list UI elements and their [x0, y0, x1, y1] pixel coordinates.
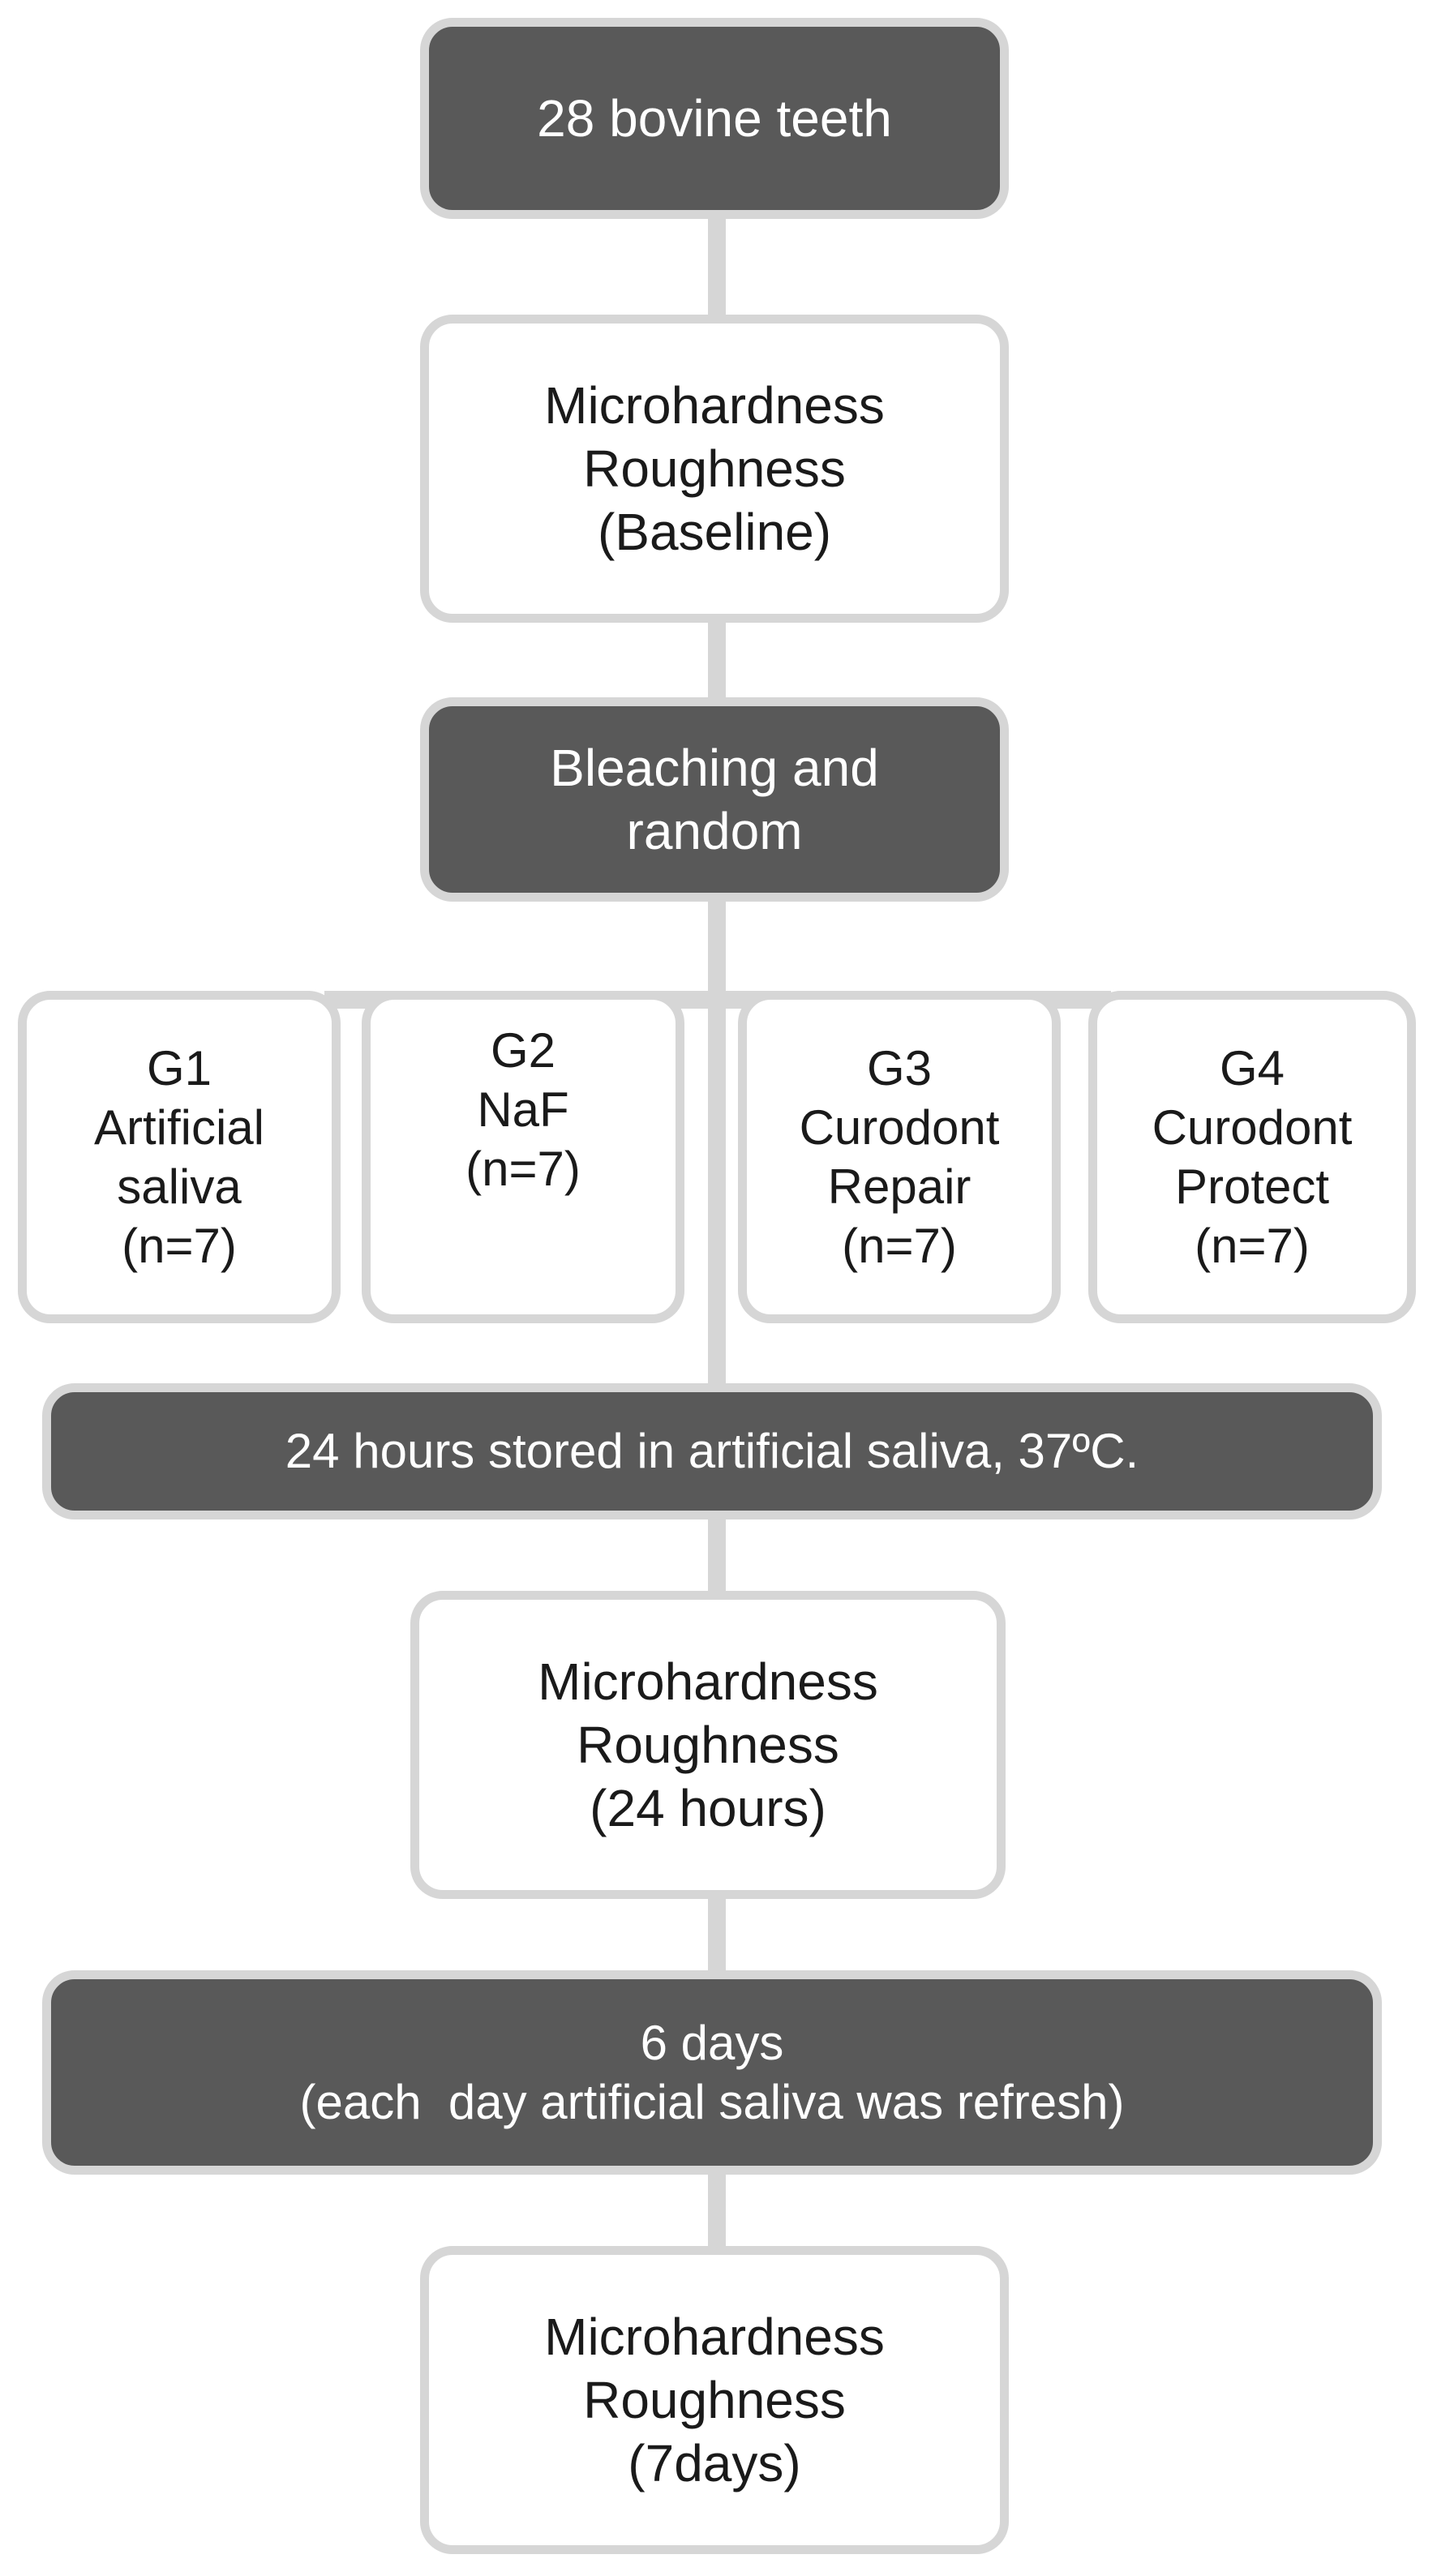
connector-sixdays-measure7: [708, 2165, 726, 2254]
g1-line-2: Artificial: [93, 1099, 265, 1155]
g2-line-1: G2: [490, 1023, 556, 1078]
g3-line-4: (n=7): [842, 1219, 957, 1274]
group-box-g2: G2 NaF (n=7): [362, 991, 684, 1323]
connector-baseline-bleach: [708, 616, 726, 705]
bleach-line-2: random: [626, 802, 803, 860]
g1-line-4: (n=7): [122, 1219, 237, 1274]
store-line-1: 24 hours stored in artificial saliva, 37…: [285, 1424, 1139, 1479]
start-line-1: 28 bovine teeth: [537, 88, 892, 148]
group-box-g1: G1 Artificial saliva (n=7): [18, 991, 341, 1323]
m7-line-1: Microhardness: [544, 2307, 885, 2366]
g2-line-3: (n=7): [465, 1142, 581, 1197]
measurement-24h-box: Microhardness Roughness (24 hours): [410, 1591, 1006, 1899]
six-days-box: 6 days (each day artificial saliva was r…: [42, 1970, 1382, 2175]
sixdays-line-1: 6 days: [640, 2015, 784, 2070]
m24-line-1: Microhardness: [538, 1652, 878, 1711]
g1-line-1: G1: [146, 1040, 212, 1095]
g4-line-1: G4: [1219, 1040, 1285, 1095]
g4-line-2: Curodont: [1152, 1099, 1353, 1155]
baseline-line-3: (Baseline): [597, 503, 832, 562]
g2-line-2: NaF: [477, 1082, 569, 1138]
start-box: 28 bovine teeth: [420, 18, 1009, 219]
m7-line-3: (7days): [628, 2434, 801, 2493]
m24-line-3: (24 hours): [590, 1779, 826, 1838]
connector-measure24-sixdays: [708, 1889, 726, 1978]
g3-line-2: Curodont: [799, 1099, 1000, 1155]
g3-line-3: Repair: [827, 1159, 972, 1214]
group-box-g3: G3 Curodont Repair (n=7): [738, 991, 1061, 1323]
baseline-measurement-box: Microhardness Roughness (Baseline): [420, 315, 1009, 623]
measurement-7d-box: Microhardness Roughness (7days): [420, 2246, 1009, 2554]
storage-box: 24 hours stored in artificial saliva, 37…: [42, 1383, 1382, 1519]
m24-line-2: Roughness: [577, 1715, 839, 1774]
bleach-line-1: Bleaching and: [550, 738, 879, 797]
bleaching-box: Bleaching and random: [420, 697, 1009, 902]
g4-line-3: Protect: [1174, 1159, 1330, 1214]
connector-bleach-groups: [708, 892, 726, 1403]
sixdays-line-2: (each day artificial saliva was refresh): [299, 2075, 1125, 2129]
g4-line-4: (n=7): [1195, 1219, 1310, 1274]
baseline-line-2: Roughness: [583, 439, 846, 498]
g1-line-3: saliva: [117, 1159, 242, 1214]
connector-store-measure24: [708, 1508, 726, 1597]
baseline-line-1: Microhardness: [544, 375, 885, 435]
group-box-g4: G4 Curodont Protect (n=7): [1088, 991, 1416, 1323]
g3-line-1: G3: [866, 1040, 933, 1095]
m7-line-2: Roughness: [583, 2370, 846, 2429]
connector-start-baseline: [708, 211, 726, 324]
